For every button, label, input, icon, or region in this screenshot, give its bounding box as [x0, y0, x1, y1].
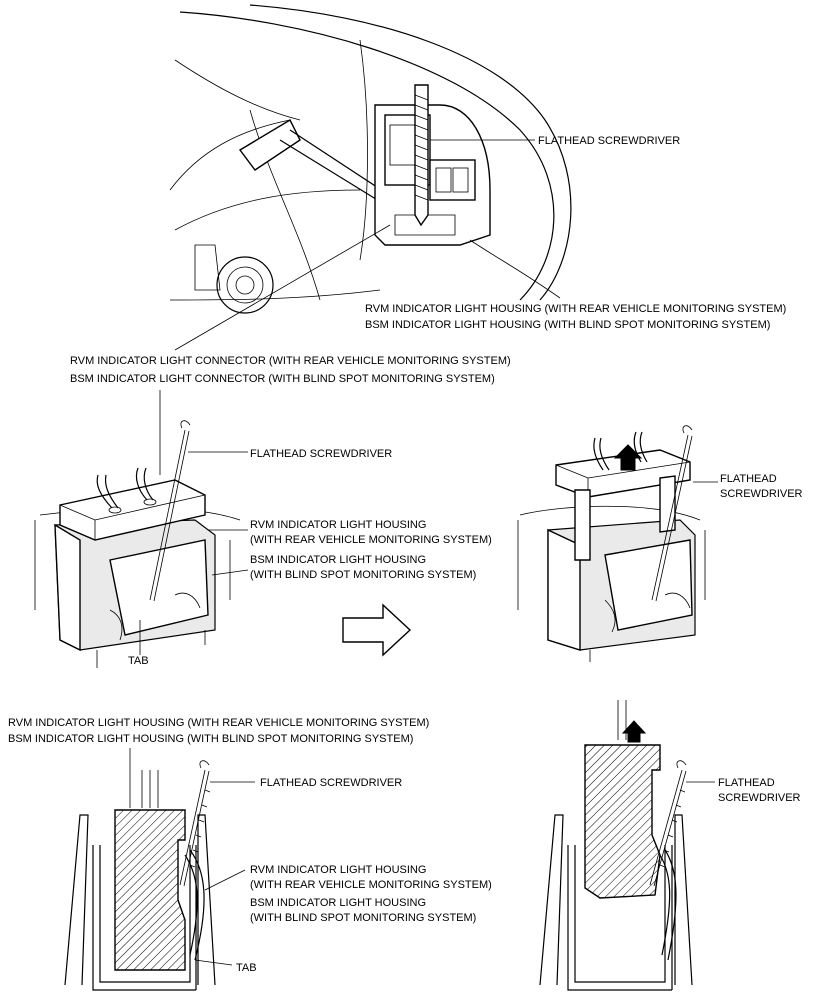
label-top-screwdriver: FLATHEAD SCREWDRIVER [538, 135, 680, 147]
label-mid-housing-rvm-2: (WITH REAR VEHICLE MONITORING SYSTEM) [250, 534, 492, 546]
label-mid-right-screwdriver-1: FLATHEAD [720, 473, 777, 485]
label-bot-housing-bsm: BSM INDICATOR LIGHT HOUSING (WITH BLIND … [8, 733, 413, 745]
label-bot-housing2-bsm-2: (WITH BLIND SPOT MONITORING SYSTEM) [250, 912, 476, 924]
label-connector-rvm: RVM INDICATOR LIGHT CONNECTOR (WITH REAR… [70, 355, 511, 367]
bottom-pull-up-arrow-icon [621, 720, 647, 743]
label-bot-right-screwdriver-1: FLATHEAD [718, 777, 775, 789]
bottom-right-cross-section [539, 700, 715, 991]
label-bot-tab: TAB [236, 962, 257, 974]
label-mid-housing-bsm-2: (WITH BLIND SPOT MONITORING SYSTEM) [250, 569, 476, 581]
label-bot-housing2-rvm-1: RVM INDICATOR LIGHT HOUSING [250, 864, 426, 876]
label-mid-screwdriver: FLATHEAD SCREWDRIVER [250, 448, 392, 460]
label-mid-tab: TAB [128, 655, 149, 667]
pull-up-arrow-icon [613, 444, 643, 471]
label-bot-housing2-rvm-2: (WITH REAR VEHICLE MONITORING SYSTEM) [250, 879, 492, 891]
label-bot-screwdriver: FLATHEAD SCREWDRIVER [260, 777, 402, 789]
mirror-overview-illustration [169, 4, 572, 351]
mid-left-housing-illustration [34, 390, 249, 668]
bottom-left-cross-section [64, 748, 255, 991]
label-mid-right-screwdriver-2: SCREWDRIVER [720, 488, 803, 500]
label-bot-housing2-bsm-1: BSM INDICATOR LIGHT HOUSING [250, 897, 426, 909]
label-top-housing-bsm: BSM INDICATOR LIGHT HOUSING (WITH BLIND … [365, 319, 770, 331]
mid-right-housing-illustration [517, 425, 718, 662]
label-mid-housing-bsm-1: BSM INDICATOR LIGHT HOUSING [250, 554, 426, 566]
step-right-arrow-icon [342, 603, 412, 657]
label-bot-housing-rvm: RVM INDICATOR LIGHT HOUSING (WITH REAR V… [8, 717, 429, 729]
label-bot-right-screwdriver-2: SCREWDRIVER [718, 792, 801, 804]
label-top-housing-rvm: RVM INDICATOR LIGHT HOUSING (WITH REAR V… [365, 303, 786, 315]
label-connector-bsm: BSM INDICATOR LIGHT CONNECTOR (WITH BLIN… [70, 373, 495, 385]
label-mid-housing-rvm-1: RVM INDICATOR LIGHT HOUSING [250, 519, 426, 531]
